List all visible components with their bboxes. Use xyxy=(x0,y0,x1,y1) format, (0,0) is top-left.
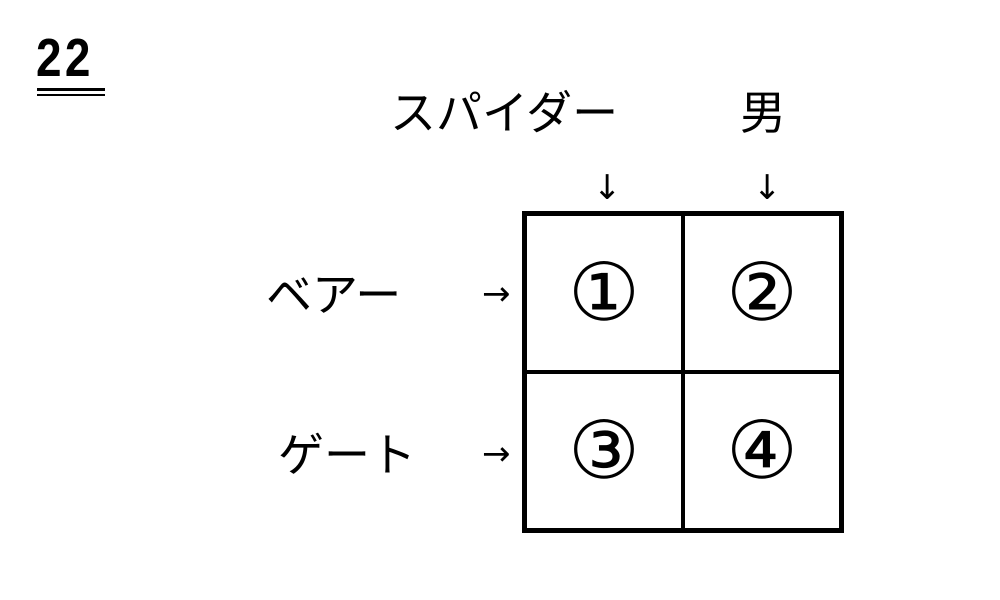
grid-cell-2: ② xyxy=(683,216,839,372)
down-arrow-2: ↓ xyxy=(753,168,782,208)
grid-cell-1: ① xyxy=(527,216,683,372)
row-label-2: ゲート xyxy=(278,428,416,482)
grid-cell-4: ④ xyxy=(683,372,839,528)
row-label-1: ベアー xyxy=(266,268,402,322)
right-arrow-1: → xyxy=(482,274,511,314)
grid-cell-3: ③ xyxy=(527,372,683,528)
answer-grid: ① ② ③ ④ xyxy=(522,211,844,533)
column-label-2: 男 xyxy=(740,86,786,140)
column-label-1: スパイダー xyxy=(390,86,619,140)
down-arrow-1: ↓ xyxy=(593,168,622,208)
right-arrow-2: → xyxy=(482,434,511,474)
question-number-underline-thin xyxy=(37,94,105,96)
question-number: 22 xyxy=(36,28,94,88)
question-number-underline xyxy=(37,88,105,91)
